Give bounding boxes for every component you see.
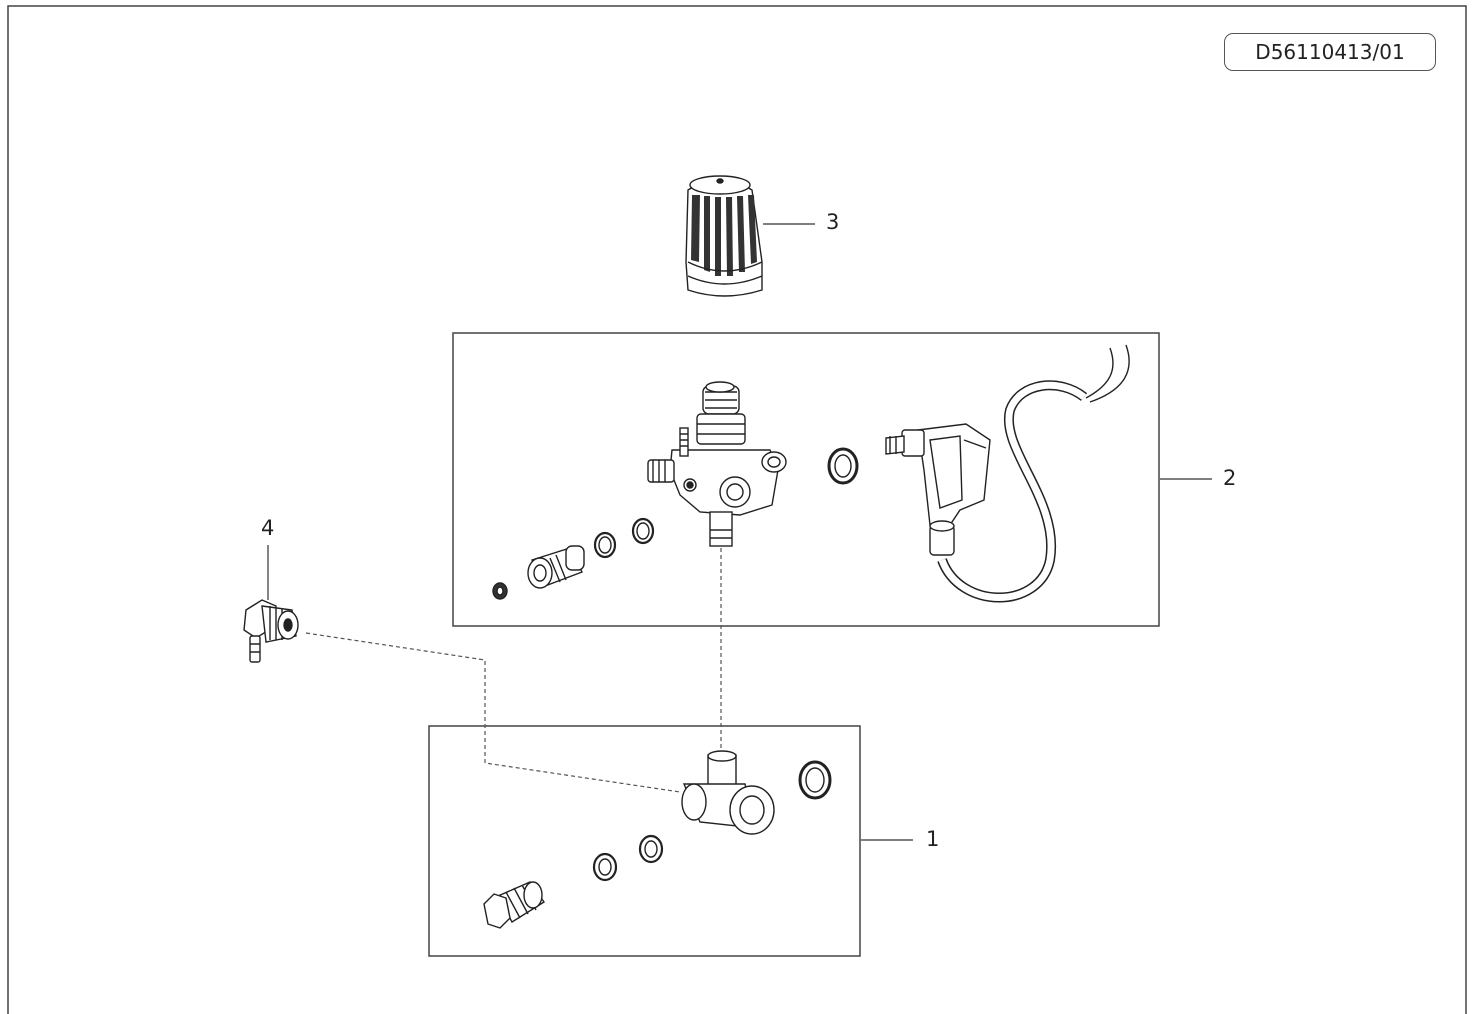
group-box-2 bbox=[452, 332, 1160, 627]
part-1-tee-fitting bbox=[681, 750, 775, 835]
part-2-seals-and-fittings bbox=[492, 447, 859, 600]
page-border bbox=[7, 5, 1467, 1014]
callout-3: 3 bbox=[826, 210, 840, 234]
part-1-seals-and-plug bbox=[483, 760, 832, 929]
part-4-elbow-connector bbox=[243, 599, 299, 663]
group-box-1 bbox=[428, 725, 861, 957]
callout-4: 4 bbox=[261, 516, 275, 540]
callout-1: 1 bbox=[926, 827, 940, 851]
callout-2: 2 bbox=[1223, 466, 1237, 490]
assembly-path-4-to-1 bbox=[305, 632, 681, 793]
part-3-knob bbox=[685, 175, 763, 297]
document-id-label: D56110413/01 bbox=[1224, 33, 1436, 71]
part-2-pressure-switch-with-cable bbox=[885, 344, 1130, 603]
part-2-valve-body bbox=[647, 381, 787, 547]
